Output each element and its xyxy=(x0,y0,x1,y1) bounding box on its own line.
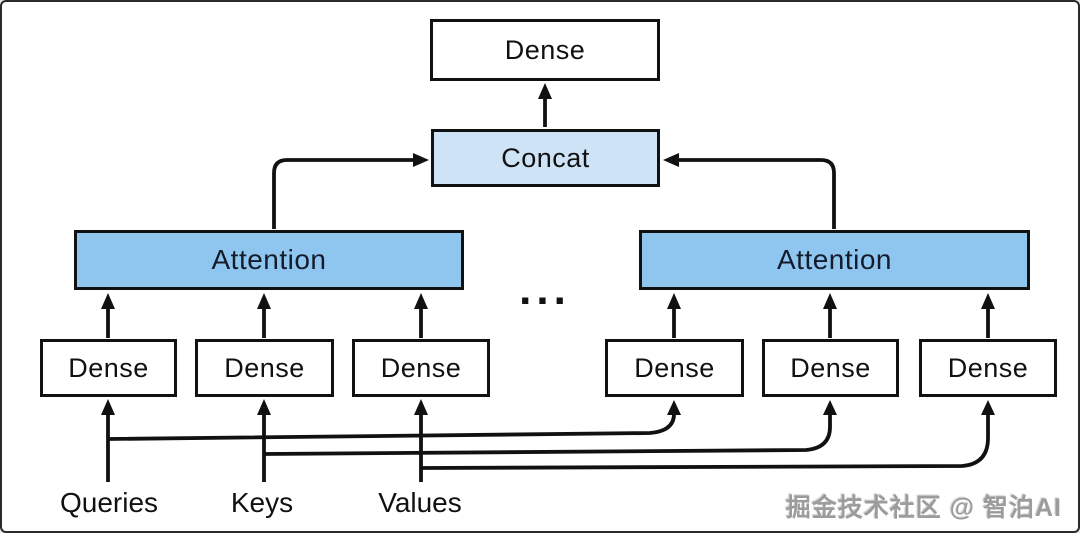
dense-head-box-5: Dense xyxy=(762,339,899,397)
arrowhead xyxy=(413,153,429,167)
watermark: 掘金技术社区 @ 智泊AI xyxy=(785,494,1062,522)
arrowhead xyxy=(667,400,681,415)
attention-right-box: Attention xyxy=(639,230,1030,290)
arrowhead xyxy=(663,153,679,167)
heads-ellipsis: ... xyxy=(519,265,571,314)
queries-label: Queries xyxy=(59,487,159,518)
values-label: Values xyxy=(378,487,462,518)
arrow-keys-to-dense5 xyxy=(263,414,832,456)
arrowhead xyxy=(257,293,271,309)
arrow-attention-right-to-concat xyxy=(677,158,836,229)
arrowhead xyxy=(101,293,115,309)
arrowhead xyxy=(257,399,271,415)
arrowhead xyxy=(667,293,681,309)
arrowhead xyxy=(823,293,837,309)
dense-head-box-3: Dense xyxy=(352,339,490,397)
arrowhead xyxy=(981,400,995,415)
arrowhead xyxy=(981,293,995,309)
arrow-attention-left-to-concat xyxy=(272,158,415,229)
dense-head-box-1: Dense xyxy=(40,339,177,397)
output-dense-box: Dense xyxy=(430,19,660,81)
arrowhead xyxy=(538,83,552,99)
concat-box: Concat xyxy=(431,129,660,187)
arrowhead xyxy=(101,399,115,415)
dense-head-box-2: Dense xyxy=(195,339,334,397)
arrowhead xyxy=(823,400,837,415)
arrowhead xyxy=(414,293,428,309)
arrow-values-to-dense6 xyxy=(420,414,990,470)
dense-head-box-4: Dense xyxy=(605,339,744,397)
keys-label: Keys xyxy=(230,487,294,518)
dense-head-box-6: Dense xyxy=(919,339,1057,397)
arrowhead xyxy=(414,399,428,415)
attention-left-box: Attention xyxy=(74,230,464,290)
arrow-queries-to-dense4 xyxy=(107,413,676,441)
